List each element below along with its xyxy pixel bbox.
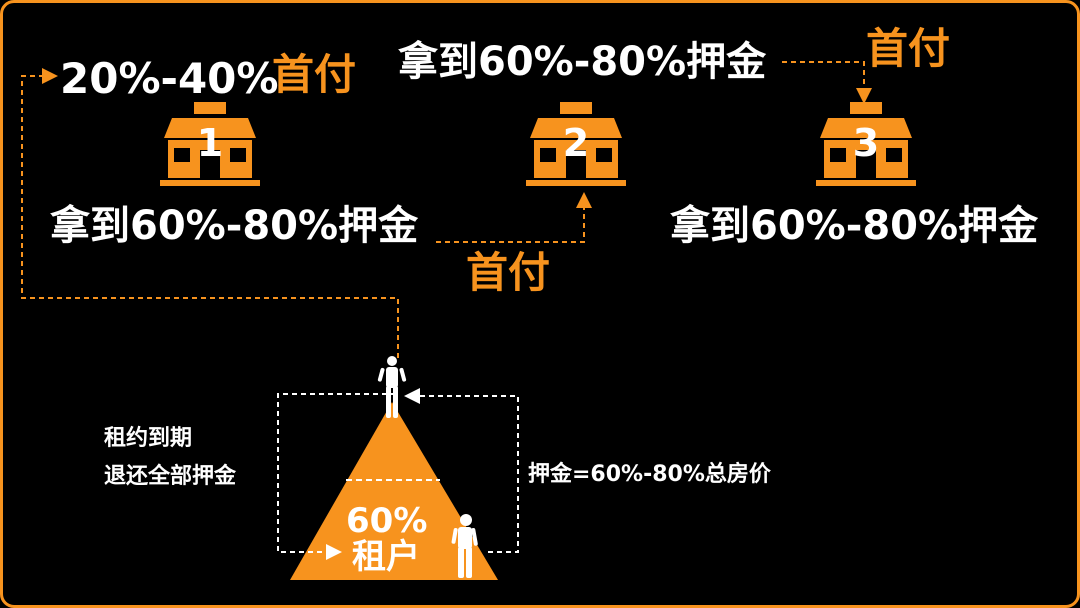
link-tenant-to-house-1 (21, 68, 399, 358)
link-house-1-to-house-2 (436, 192, 592, 243)
deposit-label-house-3: 拿到60%-80%押金 (670, 203, 1039, 249)
tenant-label: 租户 (352, 537, 420, 577)
tenant-percent: 60% (346, 501, 428, 541)
tenant-pyramid (290, 402, 498, 580)
tenant-person-icon (451, 514, 478, 578)
deposit-refund-label: 退还全部押金 (104, 464, 237, 489)
top-left-down-payment: 首付 (272, 50, 357, 99)
link-house-2-to-house-3 (782, 61, 872, 104)
landlord-person-icon (377, 356, 407, 418)
house-number-2: 2 (562, 121, 590, 165)
house-icon-3 (816, 102, 916, 186)
deposit-ratio-label: 押金=60%-80%总房价 (528, 462, 771, 487)
lease-expiry-label: 租约到期 (104, 426, 193, 451)
deposit-label-house-1: 拿到60%-80%押金 (50, 203, 419, 249)
house-number-3: 3 (852, 121, 880, 165)
house-icon-2 (526, 102, 626, 186)
top-deposit-label: 拿到60%-80%押金 (398, 39, 767, 85)
middle-down-payment: 首付 (466, 248, 551, 297)
top-right-down-payment: 首付 (866, 24, 951, 73)
deposit-payment-loop (404, 388, 519, 553)
house-number-1: 1 (196, 121, 224, 165)
top-left-percent: 20%-40% (60, 54, 279, 103)
house-icon-1 (160, 102, 260, 186)
lease-return-loop (277, 393, 396, 560)
